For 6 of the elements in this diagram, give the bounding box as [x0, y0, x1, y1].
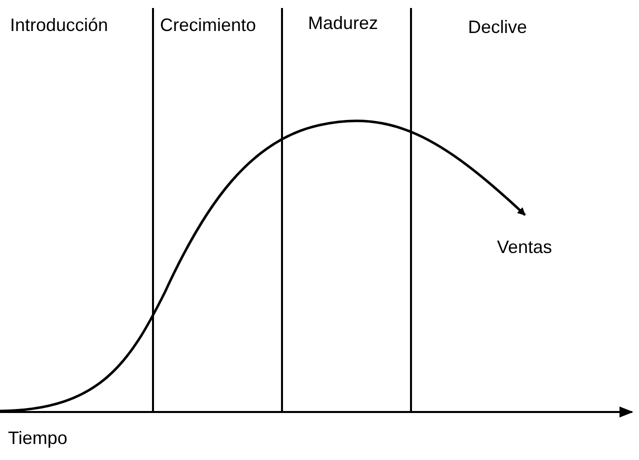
curve-label: Ventas: [497, 238, 552, 256]
phase-label: Introducción: [10, 16, 108, 34]
phase-label: Madurez: [308, 14, 378, 32]
axis-label: Tiempo: [8, 429, 68, 447]
phase-label: Crecimiento: [160, 16, 256, 34]
phase-label: Declive: [468, 18, 528, 36]
